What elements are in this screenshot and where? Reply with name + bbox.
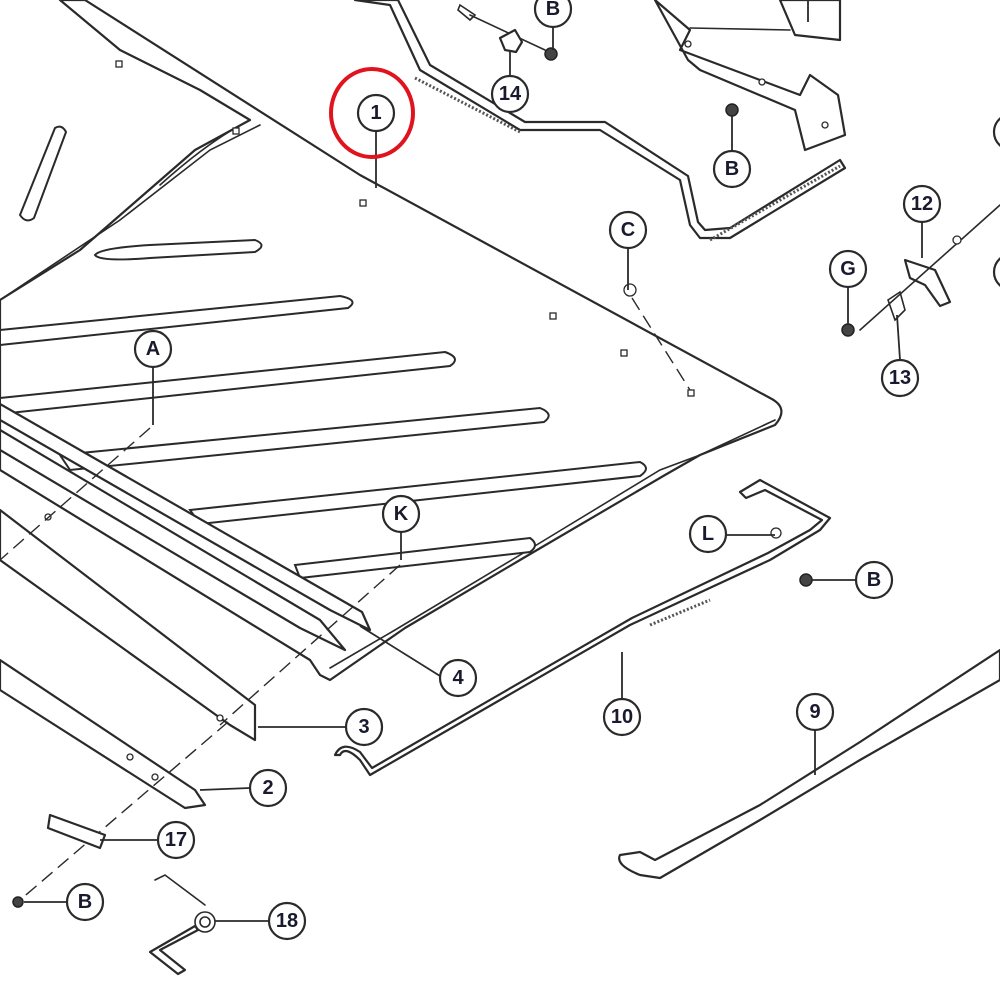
- callout-label: 1: [370, 102, 381, 124]
- callout-label: 3: [358, 716, 369, 738]
- rod-9: [618, 648, 1000, 880]
- clip-17: [12, 813, 107, 908]
- callout-label: A: [146, 338, 160, 360]
- callout-17: 17: [156, 820, 196, 860]
- callout-label: K: [394, 503, 409, 525]
- latch-12: [841, 204, 1000, 337]
- callout-partial-mid-right: [992, 257, 1000, 287]
- callout-label: 4: [452, 667, 464, 689]
- callout-label: L: [702, 523, 714, 545]
- callout-label: 10: [611, 706, 633, 728]
- callout-18: 18: [267, 901, 307, 941]
- callout-label: 13: [889, 367, 911, 389]
- lid-panel: [0, 0, 783, 682]
- callout-label: 9: [809, 701, 820, 723]
- callout-label: B: [78, 891, 92, 913]
- callout-2: 2: [248, 768, 288, 808]
- callout-C: C: [608, 210, 648, 250]
- callout-G: G: [828, 249, 868, 289]
- top-bracket: [653, 0, 847, 152]
- callout-B-top: B: [533, 0, 573, 29]
- top-rod: [353, 0, 847, 242]
- callout-label: B: [725, 158, 739, 180]
- callout-4: 4: [438, 658, 478, 698]
- callout-label: 18: [276, 910, 298, 932]
- callout-13: 13: [880, 358, 920, 398]
- callout-1: 1: [356, 93, 396, 133]
- hardware-14: [457, 3, 739, 117]
- callout-14: 14: [490, 74, 530, 114]
- callout-A: A: [133, 329, 173, 369]
- red-highlight-circle: [329, 67, 415, 159]
- spring-18: [148, 874, 216, 976]
- callout-label: 12: [911, 193, 933, 215]
- callout-label: 14: [499, 83, 522, 105]
- callout-label: G: [840, 258, 856, 280]
- callout-B-bracket: B: [712, 149, 752, 189]
- callout-12: 12: [902, 184, 942, 224]
- callout-L: L: [688, 514, 728, 554]
- callout-label: B: [867, 569, 881, 591]
- rail-3: [0, 508, 257, 742]
- rail-2: [0, 658, 207, 810]
- callout-B-right: B: [854, 560, 894, 600]
- callout-label: 2: [262, 777, 273, 799]
- callout-label: C: [621, 219, 635, 241]
- callout-3: 3: [344, 707, 384, 747]
- callout-K: K: [381, 494, 421, 534]
- callout-10: 10: [602, 697, 642, 737]
- callout-label: 17: [165, 829, 187, 851]
- callout-9: 9: [795, 692, 835, 732]
- leader-lines: [24, 27, 923, 922]
- callout-B-bottom: B: [65, 882, 105, 922]
- callout-partial-top-right: [992, 117, 1000, 147]
- callout-label: B: [546, 0, 560, 20]
